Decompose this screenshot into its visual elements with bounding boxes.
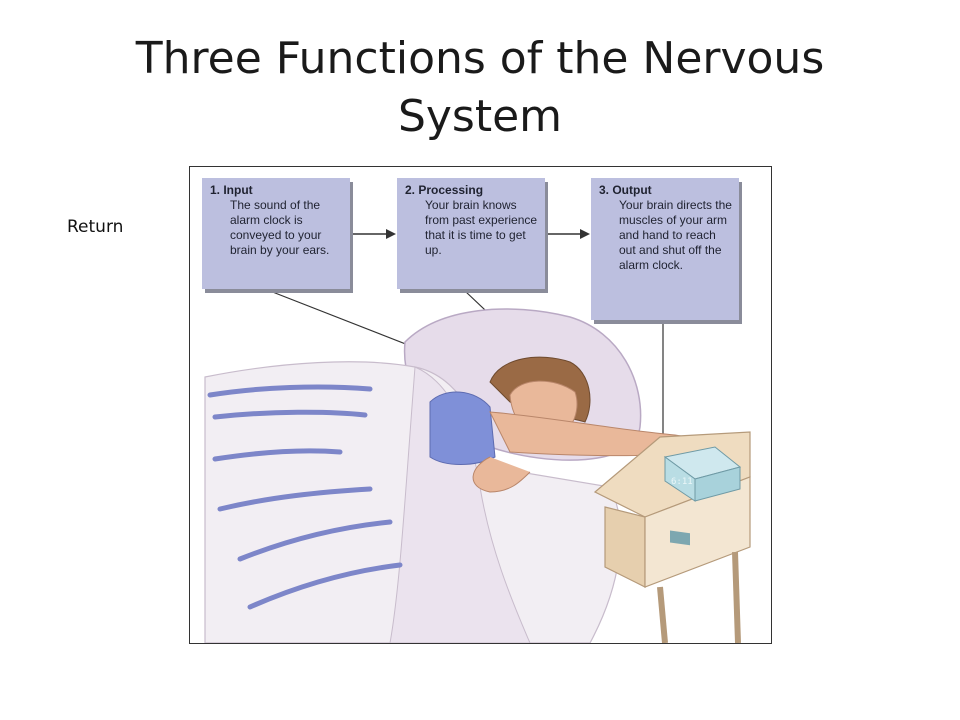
bedroom-scene: 6:11 [204,229,751,643]
step-output-label: 3. Output [599,183,652,197]
arrow-right-icon [547,229,590,239]
step-input-label: 1. Input [210,183,253,197]
step-processing-label: 2. Processing [405,183,484,197]
slide-title: Three Functions of the Nervous System [135,33,825,142]
step-processing-text: Your brain knows from past experience th… [425,198,538,257]
alarm-clock: 6:11 [663,446,742,546]
step-processing-box: 2. Processing Your brain knows from past… [397,178,545,289]
clock-display: 6:11 [671,477,693,487]
arrow-right-icon [352,229,396,239]
table-leg [657,586,668,643]
nightgown-shape [429,391,496,465]
step-output-text: Your brain directs the muscles of your a… [619,198,732,272]
table-leg [732,551,741,643]
hand-under-pillow [472,456,531,493]
step-output-box: 3. Output Your brain directs the muscles… [591,178,739,320]
nervous-system-illustration: 6:11 1. Input The sound of the alarm clo… [189,166,772,644]
blanket-stripes [207,384,403,610]
step-input-text: The sound of the alarm clock is conveyed… [230,198,330,257]
step-input-box: 1. Input The sound of the alarm clock is… [202,178,350,289]
return-link[interactable]: Return [67,217,124,237]
